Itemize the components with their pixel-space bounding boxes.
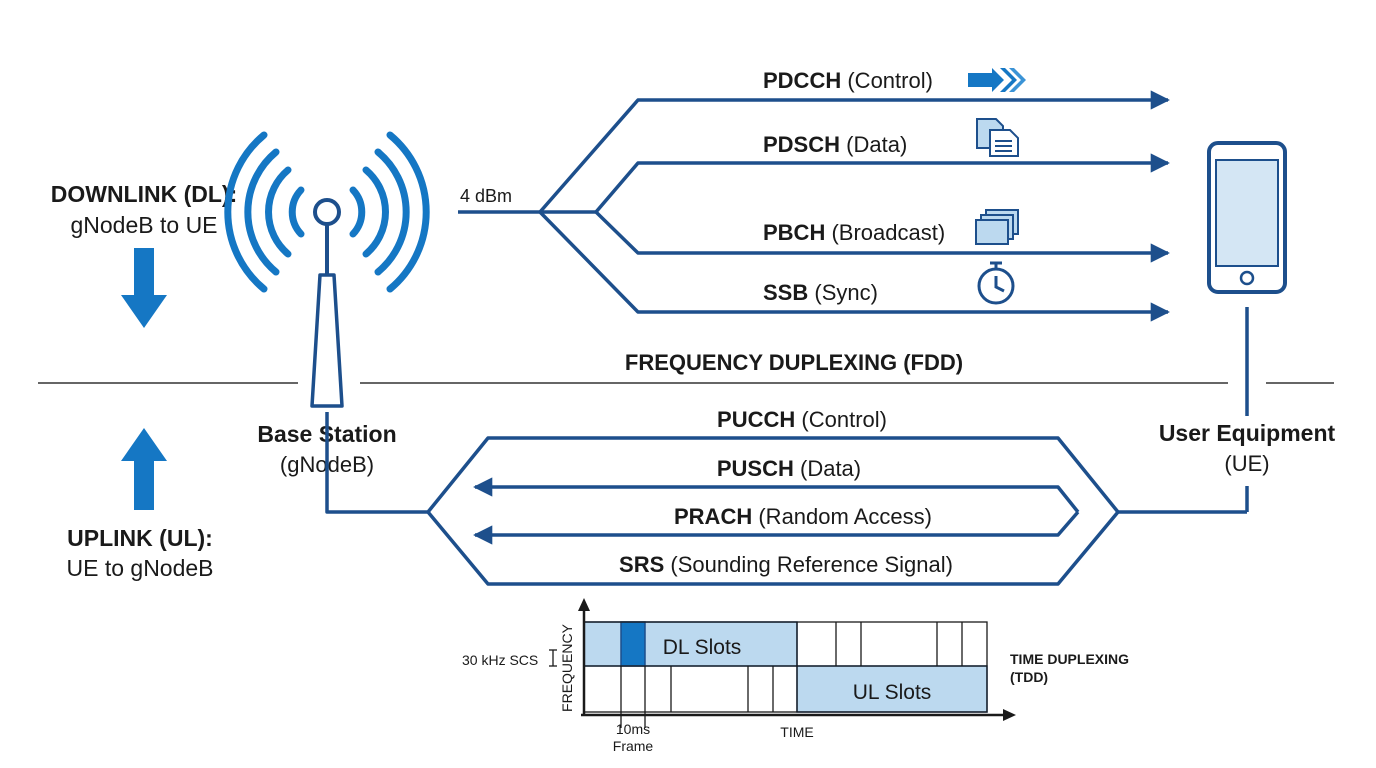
channel-pdsch: PDSCH (Data) [763, 132, 907, 157]
frame-markers [620, 712, 646, 728]
uplink-title: UPLINK (UL): [67, 525, 213, 551]
downlink-subtitle: gNodeB to UE [70, 212, 217, 238]
downlink-paths [458, 90, 1170, 322]
frequency-axis-label: FREQUENCY [559, 623, 575, 712]
uplink-paths [325, 412, 1247, 586]
y-axis-arrowhead [578, 598, 590, 611]
dl-slots-label: DL Slots [663, 636, 742, 659]
up-arrow-icon [121, 428, 167, 510]
channel-srs: SRS (Sounding Reference Signal) [619, 552, 953, 577]
fdd-label: FREQUENCY DUPLEXING (FDD) [625, 350, 963, 375]
channel-pucch: PUCCH (Control) [717, 407, 887, 432]
dl-slot-highlight [620, 621, 646, 667]
frame-label-word: Frame [613, 738, 654, 754]
tower-icon [310, 273, 344, 408]
tx-power-label: 4 dBm [460, 186, 512, 206]
scs-bracket [549, 649, 557, 667]
down-arrow-icon [121, 248, 167, 328]
antenna-icon [224, 131, 430, 293]
antenna-head [313, 198, 341, 226]
stopwatch-icon [977, 261, 1015, 305]
uplink-subtitle: UE to gNodeB [66, 555, 213, 581]
x-axis-arrowhead [1003, 709, 1016, 721]
tdd-title-line1: TIME DUPLEXING [1010, 651, 1129, 667]
scs-label: 30 kHz SCS [462, 652, 538, 668]
ul-slots-label: UL Slots [853, 681, 932, 704]
uplink-label: UPLINK (UL): UE to gNodeB [66, 525, 213, 581]
time-axis-label: TIME [780, 724, 813, 740]
stacked-cards-icon [975, 209, 1019, 245]
channel-pbch: PBCH (Broadcast) [763, 220, 945, 245]
fast-forward-icon [968, 68, 1026, 92]
documents-icon [976, 118, 1019, 157]
smartphone-icon [1207, 141, 1287, 294]
downlink-title: DOWNLINK (DL): [51, 181, 238, 207]
downlink-label: DOWNLINK (DL): gNodeB to UE [51, 181, 238, 238]
channel-prach: PRACH (Random Access) [674, 504, 932, 529]
user-equipment-subtitle: (UE) [1224, 451, 1269, 476]
frame-label-duration: 10ms [616, 721, 650, 737]
channel-pdcch: PDCCH (Control) [763, 68, 933, 93]
tdd-title-line2: (TDD) [1010, 669, 1048, 685]
tdd-axes [581, 604, 1010, 717]
user-equipment-title: User Equipment [1159, 420, 1336, 446]
tdd-grid: DL Slots UL Slots FREQUENCY TIME 30 kHz … [462, 598, 1129, 754]
channel-pusch: PUSCH (Data) [717, 456, 861, 481]
channel-ssb: SSB (Sync) [763, 280, 878, 305]
